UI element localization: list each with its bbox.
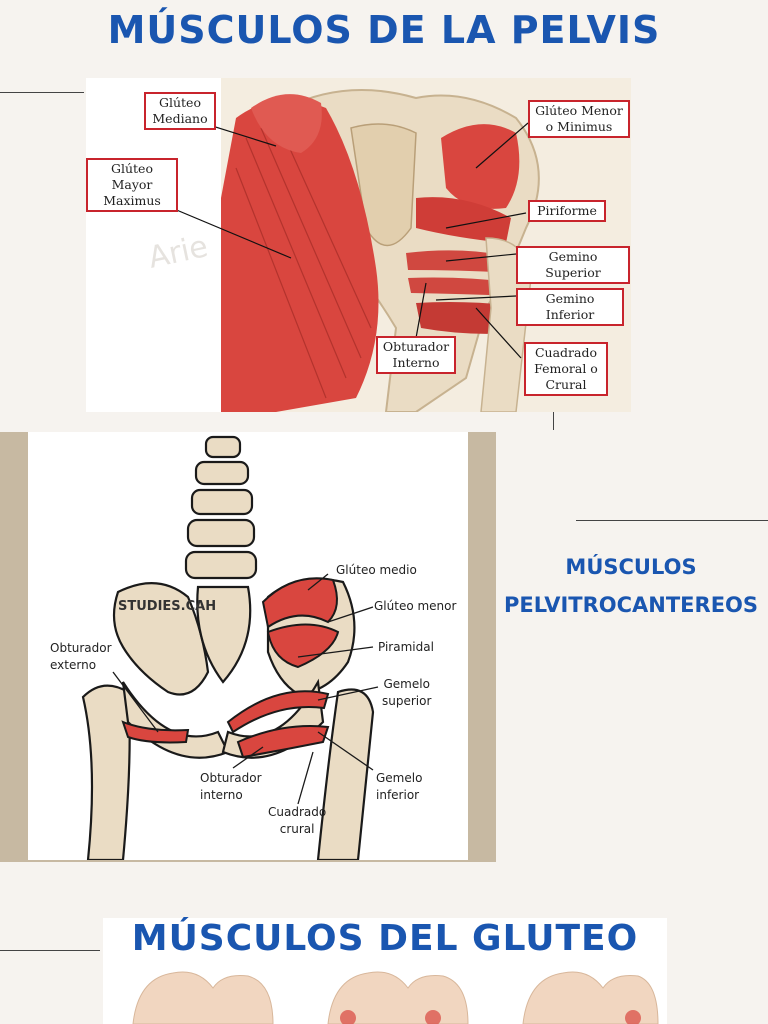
label-text: Cuadrado — [534, 345, 598, 360]
label-text: Obturador — [200, 771, 262, 785]
label-text: superior — [382, 694, 432, 708]
section-title-line: MÚSCULOS — [565, 555, 697, 579]
label-text: inferior — [376, 788, 420, 802]
section-title-line: PELVITROCANTEREOS — [503, 593, 759, 617]
watermark-text: STUDIES.CAH — [118, 599, 216, 614]
label-cuadrado-crural: Cuadrado crural — [268, 804, 326, 838]
label-text: Interno — [392, 355, 440, 370]
label-text: crural — [279, 822, 315, 836]
label-text: externo — [50, 658, 97, 672]
label-text: Gemelo — [376, 771, 423, 785]
label-text: Obturador — [382, 339, 450, 354]
label-cuadrado-femoral: Cuadrado Femoral o Crural — [524, 342, 608, 396]
label-obturador-interno-mid: Obturador interno — [200, 770, 262, 804]
label-gemino-superior: Gemino Superior — [516, 246, 630, 284]
label-text: Piriforme — [537, 203, 597, 218]
label-gluteo-menor: Glúteo Menor o Minimus — [528, 100, 630, 138]
section-title-gluteo: MÚSCULOS DEL GLUTEO — [131, 918, 639, 959]
label-gemino-inferior: Gemino Inferior — [516, 288, 624, 326]
label-text: Maximus — [103, 193, 161, 208]
label-gemelo-superior: Gemelo superior — [382, 676, 431, 710]
svg-text:Arie: Arie — [145, 229, 211, 276]
label-gluteo-mediano: Glúteo Mediano — [144, 92, 216, 130]
label-obturador-interno: Obturador Interno — [376, 336, 456, 374]
label-gemelo-inferior: Gemelo inferior — [376, 770, 422, 804]
label-obturador-externo: Obturador externo — [50, 640, 112, 674]
label-piriforme: Piriforme — [528, 200, 606, 222]
label-text: Glúteo Menor — [535, 103, 623, 118]
label-text: Glúteo — [159, 95, 201, 110]
label-text: o Minimus — [545, 119, 613, 134]
label-text: Femoral o — [534, 361, 598, 376]
divider-left-bottom — [0, 950, 100, 951]
label-text: Glúteo Mayor — [111, 161, 153, 192]
divider-left-top — [0, 92, 84, 93]
label-gluteo-mayor: Glúteo Mayor Maximus — [86, 158, 178, 212]
pelvis-posterior-illustration: Arie Glúteo Mediano Glúteo Mayor Maximus… — [86, 78, 631, 412]
label-text: Cuadrado — [268, 805, 327, 819]
label-gluteo-medio: Glúteo medio — [336, 563, 417, 577]
pelvitrochanteric-illustration: STUDIES.CAH Glúteo medio Glúteo menor Pi… — [28, 432, 468, 860]
label-text: Crural — [545, 377, 587, 392]
label-text: Gemelo — [383, 677, 430, 691]
divider-tick — [553, 412, 554, 430]
page-title: MÚSCULOS DE LA PELVIS — [107, 8, 661, 52]
label-gluteo-menor-mid: Glúteo menor — [374, 599, 457, 613]
label-text: Gemino Superior — [545, 249, 601, 280]
pelvis-drawing: STUDIES.CAH — [81, 435, 379, 860]
label-text: Gemino Inferior — [545, 291, 595, 322]
gluteo-thumbnails — [132, 971, 659, 1024]
label-piramidal: Piramidal — [378, 640, 434, 654]
label-text: interno — [200, 788, 243, 802]
gluteo-section-panel — [103, 918, 667, 1024]
divider-right-mid — [576, 520, 768, 521]
label-text: Mediano — [152, 111, 208, 126]
section-title-pelvitrocantereos: MÚSCULOS PELVITROCANTEREOS — [494, 548, 768, 624]
label-text: Obturador — [50, 641, 112, 655]
